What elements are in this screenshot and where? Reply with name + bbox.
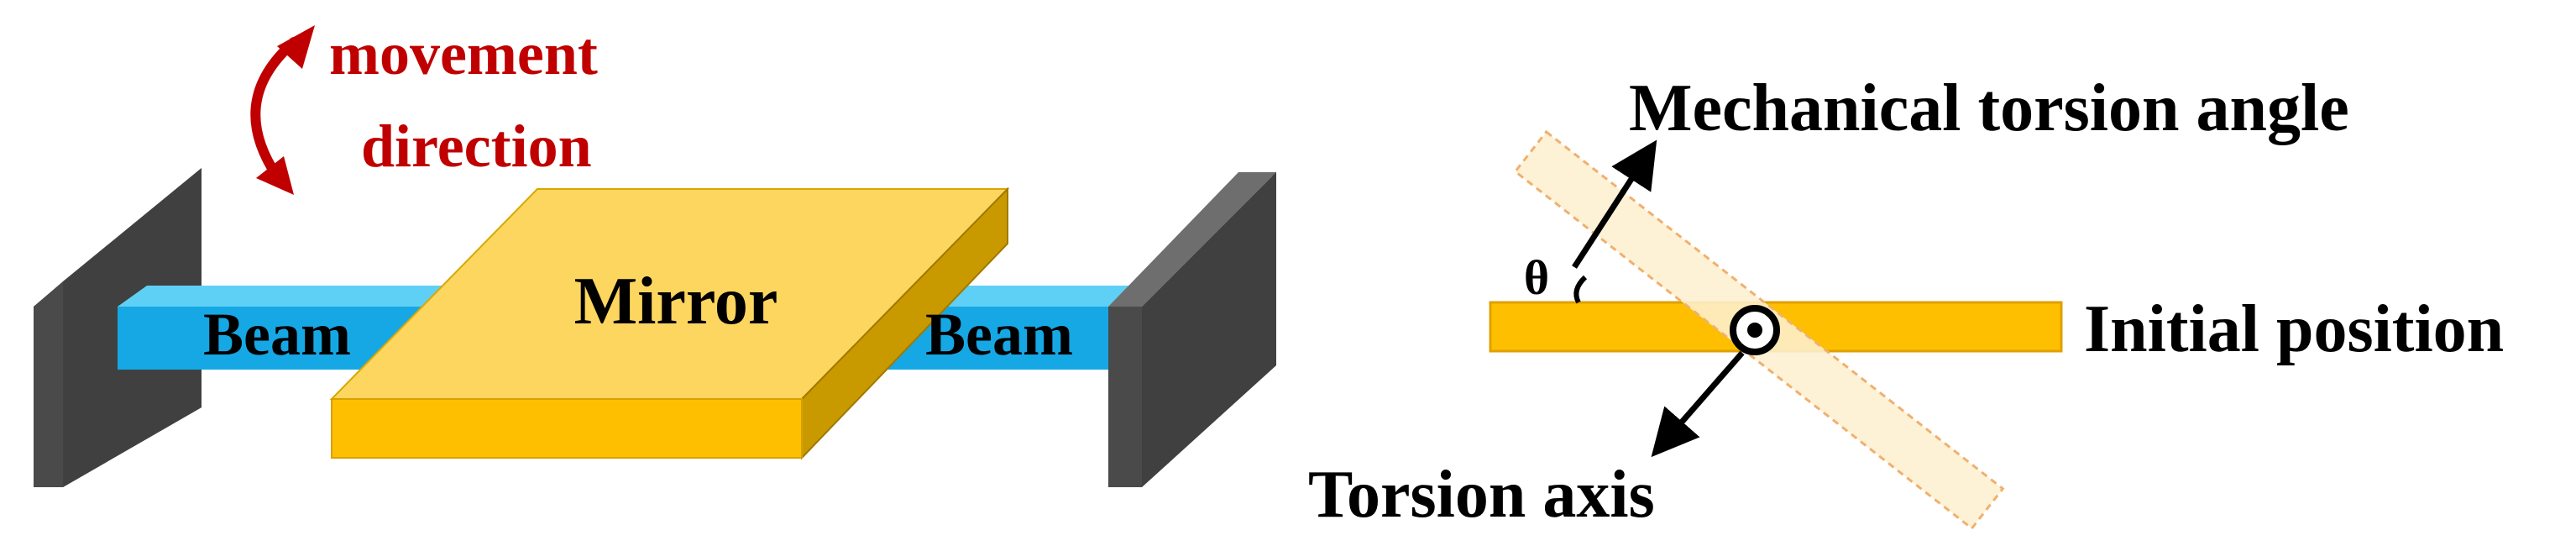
movement-arrowhead-bottom — [256, 156, 294, 195]
left-beam-top — [118, 286, 453, 307]
left-beam — [118, 286, 453, 370]
mirror-label: Mirror — [574, 265, 778, 339]
torsion-angle-arrow — [1572, 139, 1657, 269]
left-beam-front — [118, 307, 428, 370]
right-beam-front — [873, 307, 1117, 370]
movement-direction-arrow — [250, 25, 315, 195]
right-anchor-face — [1108, 307, 1142, 487]
left-anchor-face — [34, 281, 63, 487]
right-anchor — [1108, 172, 1276, 487]
mechanical-torsion-angle-label: Mechanical torsion angle — [1629, 71, 2349, 145]
right-anchor-top — [1238, 172, 1276, 176]
movement-label-line2: direction — [361, 113, 592, 180]
right-beam-label: Beam — [925, 301, 1073, 368]
torsion-schematic: θ Mechanical torsion angle Initial posit… — [1308, 71, 2504, 532]
torsion-axis-label: Torsion axis — [1308, 458, 1655, 532]
right-anchor-front — [1142, 172, 1276, 487]
theta-label: θ — [1524, 250, 1549, 305]
movement-arrowhead-top — [277, 25, 315, 69]
right-anchor-side — [1108, 172, 1276, 307]
initial-position-label: Initial position — [2084, 292, 2504, 366]
mems-mirror-3d: Mirror Beam Beam movement direction — [34, 20, 1276, 487]
theta-arc — [1573, 275, 1588, 304]
mirror-plate — [329, 186, 1010, 460]
movement-label-line1: movement — [329, 20, 598, 87]
mirror-front — [331, 398, 803, 459]
movement-curve — [250, 37, 299, 181]
left-beam-label: Beam — [203, 301, 351, 368]
torsion-axis-pivot — [1730, 305, 1780, 355]
torsion-axis-arrow — [1651, 350, 1745, 458]
